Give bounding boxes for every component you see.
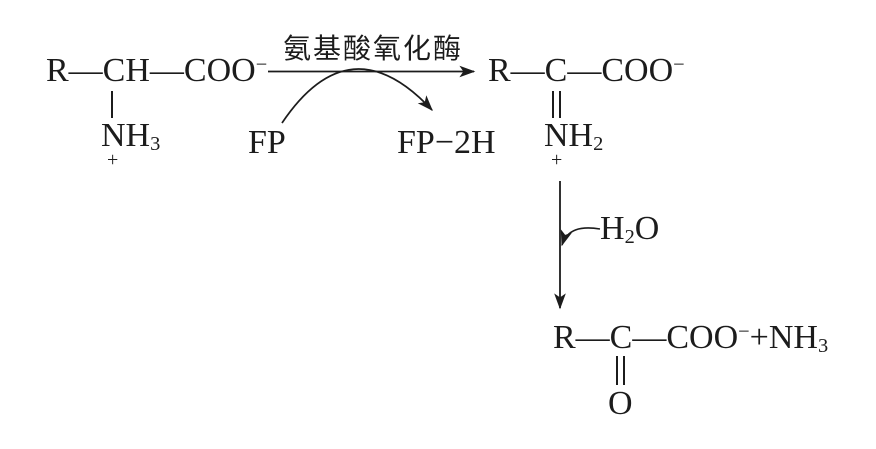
product-backbone: R—C—COO−+NH3 [553,319,829,358]
product-charge: − [738,320,750,343]
enzyme-label: 氨基酸氧化酶 [283,34,464,65]
cofactor-curved-arrow [281,68,433,124]
reactant-amino-plus: + [107,149,119,171]
product-carbonyl-oxygen: O [608,385,633,422]
amino-nh: NH [101,117,151,154]
imino-sub: 2 [593,133,604,156]
reactant-chain: R—CH—COO [46,52,256,89]
intermediate-chain: R—C—COO [488,52,674,89]
product-ammonia: +NH [749,319,818,356]
water-o: O [634,210,660,247]
product-chain: R—C—COO [553,319,739,356]
intermediate-cn-double-bond-left [552,91,554,118]
water-curved-arrow [560,227,601,247]
intermediate-backbone: R—C—COO− [488,54,685,88]
intermediate-cn-double-bond-right [559,91,561,118]
reactant-backbone: R—CH—COO− [46,54,267,88]
imino-nh: NH [544,117,594,154]
product-ammonia-sub: 3 [817,335,829,358]
water-sub: 2 [624,226,635,249]
reactant-amino-group: NH3 [101,117,161,156]
intermediate-charge: − [673,53,685,76]
reactant-charge: − [255,53,268,76]
reactant-cn-single-bond [111,91,113,118]
amino-sub: 3 [150,133,161,156]
cofactor-fp-2h: FP−2H [397,124,496,161]
intermediate-imino-group: NH2 [544,117,604,156]
water-label: H2O [600,210,660,249]
product-co-double-bond-left [616,356,618,385]
cofactor-fp: FP [248,124,286,161]
water-h: H [600,210,625,247]
intermediate-imino-plus: + [551,149,563,171]
product-co-double-bond-right [623,356,625,385]
